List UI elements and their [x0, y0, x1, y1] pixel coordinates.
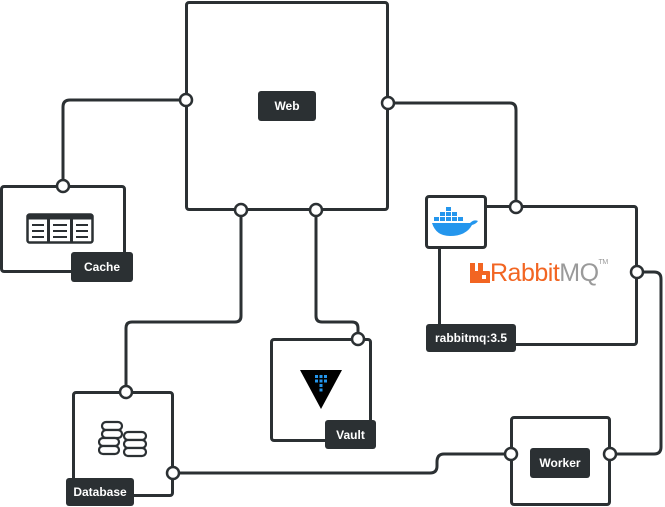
rabbitmq-logo-icon	[470, 263, 490, 283]
database-port-right	[165, 465, 181, 481]
database-label: Database	[66, 478, 134, 506]
rabbitmq-logo-tm: TM	[598, 259, 609, 266]
vault-logo-icon	[300, 370, 342, 409]
rabbitmq-logo-text-primary: Rabbit	[490, 259, 560, 287]
rabbitmq-logo-text: RabbitMQTM	[490, 259, 608, 288]
wire-worker-rabbitmq	[608, 270, 663, 456]
web-port-bottom-left	[233, 202, 249, 218]
wire-web-vault	[314, 208, 360, 341]
docker-badge	[425, 195, 487, 249]
worker-port-left	[503, 446, 519, 462]
web-label: Web	[258, 91, 316, 121]
wire-web-cache	[61, 98, 188, 188]
wire-database-worker	[171, 452, 513, 475]
wire-web-rabbitmq	[386, 101, 518, 209]
wire-web-database	[124, 208, 243, 394]
docker-whale-icon	[432, 207, 478, 236]
worker-label: Worker	[530, 448, 590, 478]
worker-port-right	[602, 446, 618, 462]
database-port-top	[118, 384, 134, 400]
vault-port-top	[350, 331, 366, 347]
rabbitmq-port-top	[508, 199, 524, 215]
web-port-left	[178, 92, 194, 108]
database-stack-icon	[98, 420, 148, 458]
web-port-bottom-right	[308, 202, 324, 218]
rabbitmq-label: rabbitmq:3.5	[426, 324, 516, 352]
cache-port-top	[55, 178, 71, 194]
cache-label: Cache	[71, 252, 133, 282]
web-port-right	[380, 95, 396, 111]
rabbitmq-logo-text-secondary: MQ	[559, 259, 599, 287]
rabbitmq-port-right	[629, 264, 645, 280]
cache-table-icon	[26, 213, 94, 244]
vault-label: Vault	[325, 420, 376, 449]
